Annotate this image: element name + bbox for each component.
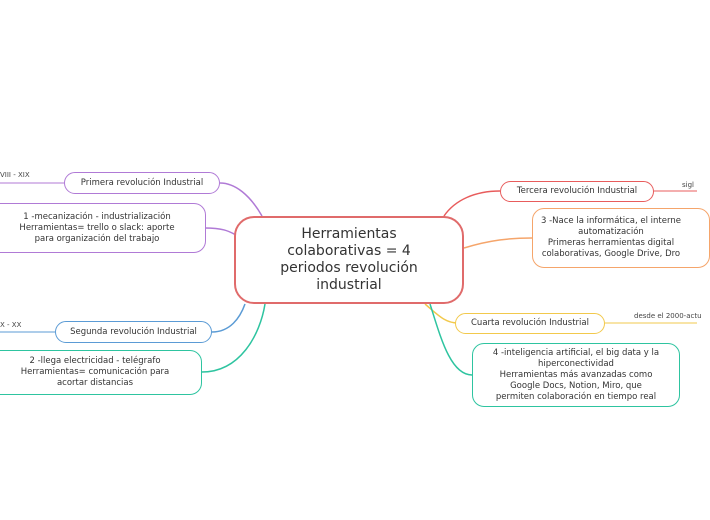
detail-cuarta-revolucion[interactable]: 4 -inteligencia artificial, el big data …	[472, 343, 680, 407]
topic-primera-revolucion[interactable]: Primera revolución Industrial	[64, 172, 220, 194]
period-label-cuarta: desde el 2000-actu	[634, 312, 702, 320]
period-label-segunda: X - XX	[0, 321, 22, 329]
connector-b1-title	[219, 182, 263, 217]
period-label-tercera: sigl	[682, 181, 694, 189]
topic-tercera-revolucion[interactable]: Tercera revolución Industrial	[500, 181, 654, 202]
central-topic[interactable]: Herramientas colaborativas = 4 periodos …	[234, 216, 464, 304]
connector-b4-title	[424, 303, 459, 324]
connector-b1-detail	[204, 227, 237, 236]
detail-segunda-revolucion[interactable]: 2 -llega electricidad - telégrafo Herram…	[0, 350, 202, 395]
connector-b4-detail	[429, 303, 473, 376]
detail-tercera-revolucion[interactable]: 3 -Nace la informática, el interne autom…	[532, 208, 710, 268]
period-label-primera: VIII - XIX	[0, 171, 30, 179]
connector-b2-detail	[201, 303, 266, 373]
connector-b3-detail	[463, 237, 533, 249]
topic-cuarta-revolucion[interactable]: Cuarta revolución Industrial	[455, 313, 605, 334]
connector-b3-title	[443, 190, 501, 217]
topic-segunda-revolucion[interactable]: Segunda revolución Industrial	[55, 321, 212, 343]
connector-b2-title	[211, 303, 246, 333]
detail-primera-revolucion[interactable]: 1 -mecanización - industrialización Herr…	[0, 203, 206, 253]
